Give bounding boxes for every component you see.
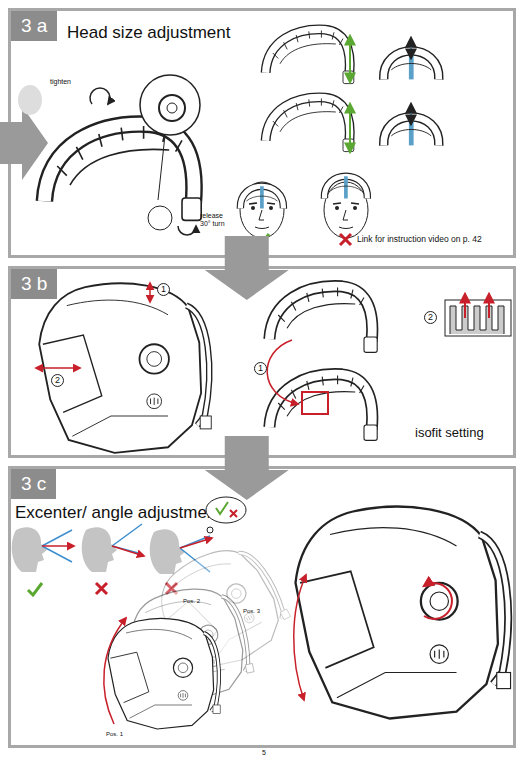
rotate-arrow <box>424 583 452 619</box>
callout-number: 1 <box>254 362 267 375</box>
step-heading: Head size adjustment <box>67 23 230 43</box>
isofit-teeth <box>450 306 504 334</box>
isofit-arrow <box>488 294 490 318</box>
knob <box>159 95 185 121</box>
check-mark <box>216 502 228 514</box>
note-label: 5 <box>262 749 266 757</box>
view-arrow <box>42 545 74 547</box>
isofit-arrow <box>464 294 466 318</box>
magnifier <box>140 75 200 135</box>
note-label: Pos. 1 <box>106 731 123 738</box>
depth-arrow <box>36 367 80 369</box>
head-icon <box>18 85 42 115</box>
adjust-arrow <box>349 104 351 152</box>
height-arrow <box>149 283 151 302</box>
face-good <box>240 182 284 238</box>
callout-number: 1 <box>157 283 170 296</box>
note-label: tighten <box>50 78 71 86</box>
helmet-large <box>296 507 511 719</box>
cross-mark <box>230 510 237 517</box>
callout-number: 2 <box>51 374 64 387</box>
note-label: release 30° turn <box>200 212 232 228</box>
step-tab: 3 b <box>11 269 57 299</box>
thought-bubble <box>206 497 246 523</box>
helmet-pos-1 <box>108 618 220 729</box>
adjust-arrow <box>410 104 412 124</box>
adjust-arrow <box>349 36 351 82</box>
note-label: isofit setting <box>415 426 484 441</box>
callout-number: 2 <box>424 311 437 324</box>
adjust-arrow <box>410 38 412 58</box>
note-label: Link for instruction video on p. 42 <box>357 235 482 245</box>
step-tab: 3 c <box>11 469 56 499</box>
knob-center <box>167 103 177 113</box>
step-heading: Excenter/ angle adjustment <box>15 503 221 523</box>
step-tab: 3 a <box>11 11 57 41</box>
bubble-dot <box>207 527 213 533</box>
isofit-strip <box>445 300 511 336</box>
note-label: Pos. 2 <box>183 598 200 605</box>
note-label: Pos. 3 <box>243 608 260 615</box>
headband-on-face <box>240 186 283 208</box>
